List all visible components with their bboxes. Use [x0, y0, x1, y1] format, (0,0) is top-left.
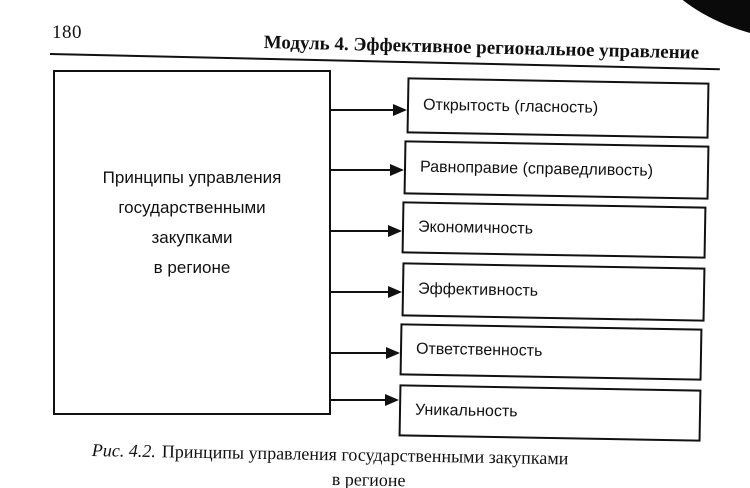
main-label-line: закупками	[151, 227, 233, 247]
main-principles-label: Принципы управления государственными зак…	[72, 163, 312, 283]
page-number: 180	[52, 22, 82, 43]
main-label-line: государственными	[118, 197, 266, 217]
principle-box-responsibility: Ответственность	[399, 323, 703, 381]
principle-box-economy: Экономичность	[401, 201, 707, 259]
principle-box-efficiency: Эффективность	[401, 262, 706, 322]
main-label-line: Принципы управления	[102, 167, 282, 187]
main-principles-box: Принципы управления государственными зак…	[53, 70, 331, 415]
figure-caption-line2: в регионе	[331, 469, 406, 488]
principle-box-uniqueness: Уникальность	[398, 384, 702, 442]
figure-number: Рис. 4.2.	[91, 440, 156, 462]
main-label-line: в регионе	[153, 257, 231, 277]
principle-box-equality: Равноправие (справедливость)	[403, 140, 710, 200]
principle-box-openness: Открытость (гласность)	[406, 77, 710, 139]
